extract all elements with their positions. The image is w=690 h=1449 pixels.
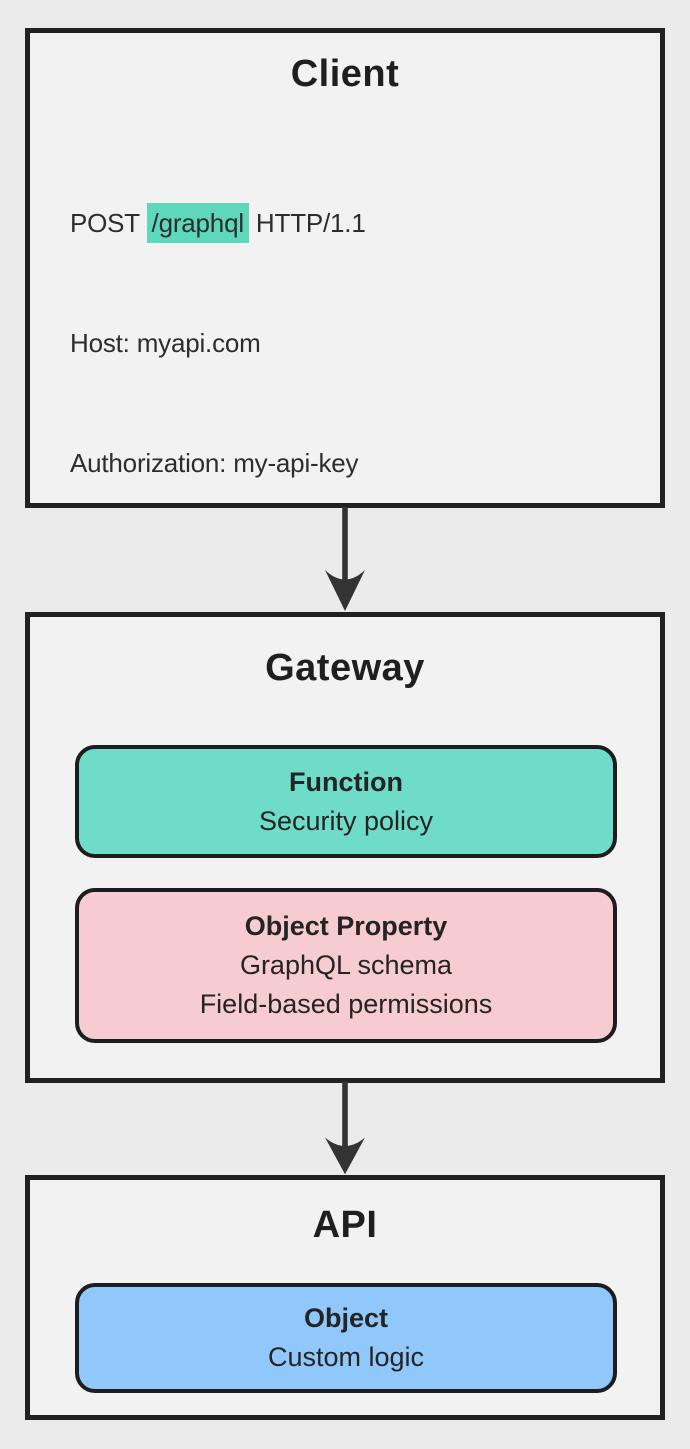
authorization-header: Authorization: my-api-key: [70, 448, 359, 478]
client-node: Client POST /graphql HTTP/1.1 Host: myap…: [25, 28, 665, 1078]
function-card: Function Security policy: [75, 745, 617, 858]
host-header: Host: myapi.com: [70, 328, 261, 358]
api-title: API: [312, 1204, 378, 1246]
request-path-highlight: /graphql: [146, 203, 249, 243]
object-property-card-title: Object Property: [244, 911, 448, 941]
arrow-gateway-to-api-icon: [325, 1081, 365, 1175]
object-card-line: Custom logic: [267, 1342, 425, 1372]
object-property-card-line2: Field-based permissions: [199, 989, 493, 1019]
function-card-title: Function: [289, 766, 403, 797]
object-card: Object Custom logic: [75, 1283, 617, 1393]
request-method: POST: [70, 208, 147, 238]
gateway-title: Gateway: [265, 647, 425, 689]
object-property-card: Object Property GraphQL schema Field-bas…: [75, 888, 617, 1043]
object-card-title: Object: [303, 1303, 389, 1333]
request-protocol: HTTP/1.1: [248, 208, 366, 238]
client-title: Client: [290, 53, 400, 95]
gateway-node: Gateway Function Security policy Object …: [25, 612, 665, 1083]
object-property-card-line1: GraphQL schema: [239, 950, 453, 980]
api-node: API Object Custom logic: [25, 1175, 665, 1420]
request-line: POST /graphql HTTP/1.1: [70, 203, 660, 243]
arrow-client-to-gateway-icon: [325, 507, 365, 611]
function-card-line: Security policy: [258, 805, 434, 836]
